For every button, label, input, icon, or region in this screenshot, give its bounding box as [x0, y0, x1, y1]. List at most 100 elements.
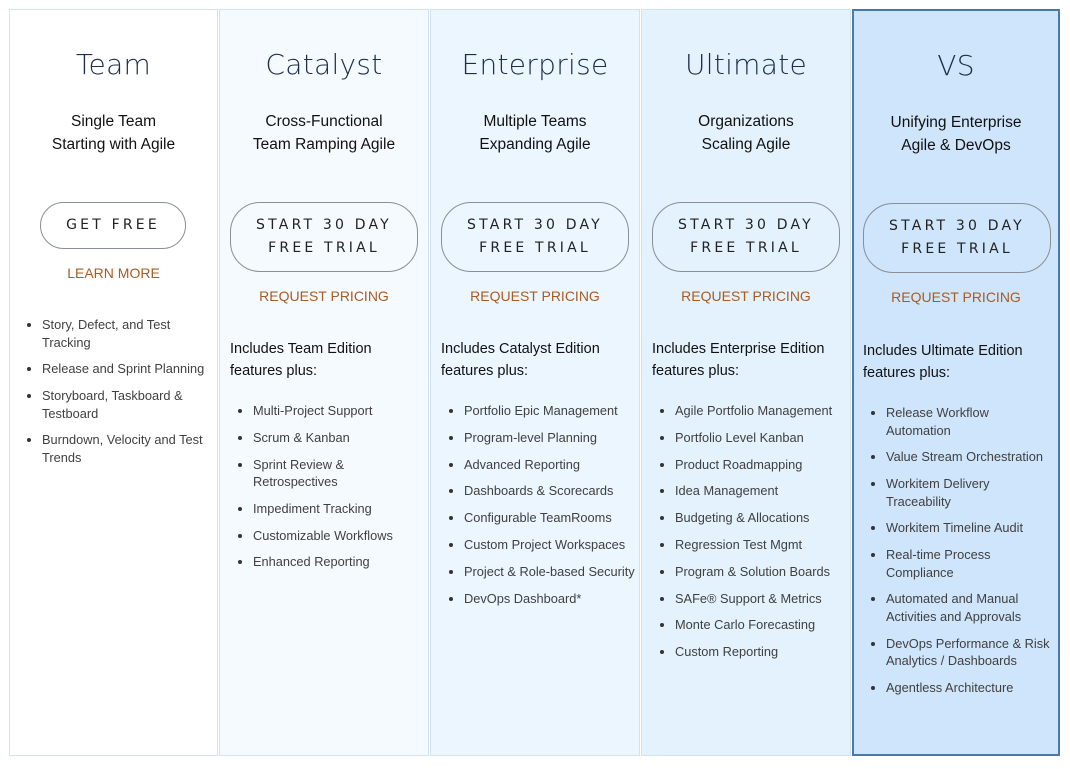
feature-text: Release Workflow Automation [886, 405, 989, 438]
feature-text: SAFe® Support & Metrics [675, 590, 822, 606]
feature-text: Dashboards & Scorecards [464, 483, 614, 499]
list-item: Configurable TeamRooms [447, 509, 635, 527]
list-item: Release and Sprint Planning [25, 360, 211, 378]
includes-line: Includes Team Edition [230, 341, 372, 357]
button-label: FREE TRIAL [268, 240, 380, 256]
plan-column-enterprise: Enterprise Multiple Teams Expanding Agil… [430, 9, 640, 756]
plan-title: Catalyst [265, 48, 383, 81]
feature-text: Monte Carlo Forecasting [675, 617, 816, 633]
plan-column-catalyst: Catalyst Cross-Functional Team Ramping A… [219, 9, 429, 756]
list-item: Custom Reporting [658, 643, 846, 661]
plan-tagline: Unifying Enterprise Agile & DevOps [854, 111, 1058, 157]
feature-text: Project & Role-based Security [464, 563, 635, 579]
feature-text: Storyboard, Taskboard & Testboard [42, 388, 183, 421]
bullet-icon [238, 409, 242, 413]
bullet-icon [27, 394, 31, 399]
feature-text: Scrum & Kanban [253, 429, 350, 445]
feature-text: Multi-Project Support [253, 403, 373, 418]
list-item: Burndown, Velocity and Test Trends [25, 431, 211, 466]
request-pricing-link[interactable]: REQUEST PRICING [681, 288, 811, 304]
plan-tagline: Multiple Teams Expanding Agile [431, 110, 639, 156]
start-trial-button[interactable]: START 30 DAY FREE TRIAL [230, 202, 418, 272]
bullet-icon [449, 516, 453, 521]
includes-line: Includes Ultimate Edition [863, 343, 1023, 359]
request-pricing-link[interactable]: REQUEST PRICING [470, 288, 600, 304]
list-item: Custom Project Workspaces [447, 536, 635, 554]
includes-heading: Includes Ultimate Edition features plus: [863, 340, 1052, 384]
bullet-icon [449, 569, 453, 574]
feature-text: Program-level Planning [464, 429, 598, 445]
bullet-icon [871, 686, 875, 691]
list-item: Regression Test Mgmt [658, 536, 846, 554]
plan-tagline-line: Organizations [698, 113, 794, 130]
list-item: Portfolio Epic Management [447, 402, 635, 420]
plan-column-team: Team Single Team Starting with Agile GET… [9, 9, 218, 756]
plan-column-vs: VS Unifying Enterprise Agile & DevOps ST… [852, 9, 1060, 756]
feature-text: Idea Management [675, 483, 779, 499]
start-trial-button[interactable]: START 30 DAY FREE TRIAL [863, 203, 1051, 273]
list-item: Value Stream Orchestration [869, 448, 1054, 466]
start-trial-button[interactable]: START 30 DAY FREE TRIAL [652, 202, 840, 272]
plan-tagline: Single Team Starting with Agile [10, 110, 217, 156]
bullet-icon [660, 409, 664, 413]
feature-text: Value Stream Orchestration [886, 449, 1043, 465]
bullet-icon [871, 482, 875, 487]
bullet-icon [238, 560, 242, 565]
bullet-icon [27, 323, 31, 327]
plan-tagline-line: Scaling Agile [701, 136, 791, 153]
bullet-icon [871, 455, 875, 460]
button-label: GET FREE [66, 217, 160, 233]
list-item: Sprint Review & Retrospectives [236, 456, 424, 491]
list-item: DevOps Performance & Risk Analytics / Da… [869, 635, 1054, 670]
plan-tagline-line: Unifying Enterprise [890, 114, 1022, 131]
plan-tagline: Cross-Functional Team Ramping Agile [220, 110, 428, 156]
button-label: FREE TRIAL [479, 240, 591, 256]
bullet-icon [871, 641, 875, 646]
request-pricing-link[interactable]: REQUEST PRICING [259, 288, 389, 304]
includes-heading: Includes Team Edition features plus: [230, 338, 422, 382]
list-item: Scrum & Kanban [236, 429, 424, 447]
includes-line: Includes Catalyst Edition [441, 341, 600, 357]
feature-text: Custom Reporting [675, 644, 779, 660]
plan-column-ultimate: Ultimate Organizations Scaling Agile STA… [641, 9, 851, 756]
feature-text: Customizable Workflows [253, 527, 393, 543]
feature-text: Portfolio Level Kanban [675, 429, 804, 445]
list-item: Story, Defect, and Test Tracking [25, 316, 211, 351]
learn-more-link[interactable]: LEARN MORE [67, 265, 160, 281]
plan-title: Team [75, 48, 152, 81]
bullet-icon [238, 506, 242, 511]
includes-heading: Includes Enterprise Edition features plu… [652, 338, 844, 382]
button-label: START 30 DAY [256, 217, 392, 233]
feature-text: Regression Test Mgmt [675, 536, 803, 552]
get-free-button[interactable]: GET FREE [40, 202, 186, 249]
bullet-icon [238, 435, 242, 440]
list-item: Real-time Process Compliance [869, 546, 1054, 581]
button-label: START 30 DAY [467, 217, 603, 233]
list-item: Monte Carlo Forecasting [658, 616, 846, 634]
plan-tagline-line: Cross-Functional [265, 113, 383, 130]
bullet-icon [660, 542, 664, 547]
plan-tagline-line: Single Team [70, 113, 156, 130]
includes-line: features plus: [863, 365, 951, 381]
list-item: Agile Portfolio Management [658, 402, 846, 420]
plan-title: Enterprise [461, 48, 609, 81]
feature-list: Story, Defect, and Test Tracking Release… [25, 316, 211, 476]
start-trial-button[interactable]: START 30 DAY FREE TRIAL [441, 202, 629, 272]
includes-heading: Includes Catalyst Edition features plus: [441, 338, 633, 382]
feature-text: Release and Sprint Planning [42, 361, 205, 377]
request-pricing-link[interactable]: REQUEST PRICING [891, 289, 1021, 305]
includes-line: Includes Enterprise Edition [652, 341, 825, 357]
feature-text: Agentless Architecture [886, 680, 1014, 696]
plan-tagline-line: Agile & DevOps [901, 137, 1011, 154]
bullet-icon [449, 596, 453, 601]
feature-text: DevOps Dashboard* [464, 590, 582, 606]
bullet-icon [660, 435, 664, 440]
feature-text: Agile Portfolio Management [675, 403, 833, 418]
feature-text: Sprint Review & Retrospectives [253, 456, 345, 490]
feature-text: Product Roadmapping [675, 456, 803, 472]
bullet-icon [660, 569, 664, 574]
list-item: Project & Role-based Security [447, 563, 635, 581]
bullet-icon [871, 597, 875, 602]
includes-line: features plus: [230, 363, 318, 379]
feature-list: Release Workflow Automation Value Stream… [869, 404, 1054, 706]
